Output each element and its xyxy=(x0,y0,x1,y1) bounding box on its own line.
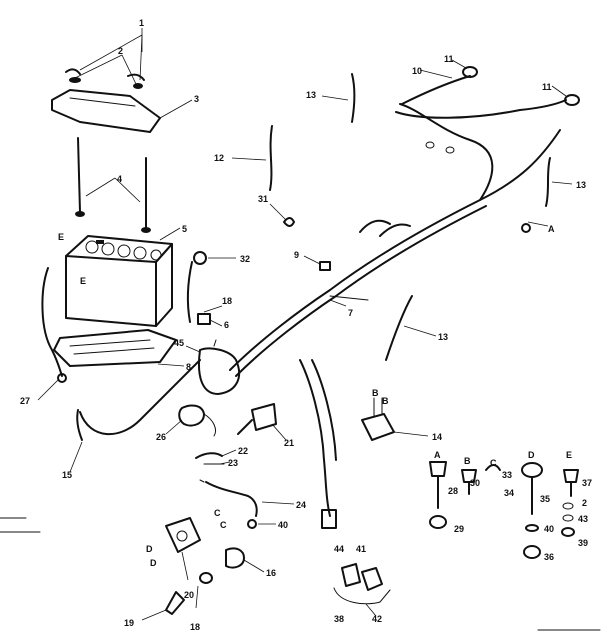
callout-20: 20 xyxy=(184,590,194,600)
letter-C-legend: C xyxy=(490,458,497,468)
ignition-switch-assembly xyxy=(195,403,287,465)
callout-27: 27 xyxy=(20,396,30,406)
pto-switch xyxy=(361,397,429,441)
callout-1: 1 xyxy=(139,18,144,28)
callout-10: 10 xyxy=(412,66,422,76)
callout-40-left: 40 xyxy=(278,520,288,530)
callout-22: 22 xyxy=(238,446,248,456)
callout-7: 7 xyxy=(348,308,353,318)
callout-29: 29 xyxy=(454,524,464,534)
harness-clips xyxy=(269,203,331,271)
battery xyxy=(65,227,181,327)
letter-A-harness: A xyxy=(548,224,555,234)
callout-45: 45 xyxy=(174,338,184,348)
callout-35: 35 xyxy=(540,494,550,504)
connector-pair xyxy=(333,563,391,617)
callout-26: 26 xyxy=(156,432,166,442)
callout-11-right: 11 xyxy=(542,82,552,92)
callout-41: 41 xyxy=(356,544,366,554)
letter-B-legend: B xyxy=(464,456,471,466)
callout-42: 42 xyxy=(372,614,382,624)
letter-D-legend: D xyxy=(528,450,535,460)
letter-C-2: C xyxy=(220,520,227,530)
battery-tray xyxy=(53,329,185,367)
letter-D-2: D xyxy=(150,558,157,568)
callout-11-left: 11 xyxy=(444,54,454,64)
letter-E-legend: E xyxy=(566,450,572,460)
callout-44: 44 xyxy=(334,544,344,554)
battery-hold-down-bracket xyxy=(51,89,193,133)
callout-labels: 1 2 3 4 5 6 7 8 9 10 11 11 12 13 13 13 1… xyxy=(20,18,592,632)
callout-8: 8 xyxy=(186,362,191,372)
callout-30: 30 xyxy=(470,478,480,488)
callout-5: 5 xyxy=(182,224,187,234)
callout-43: 43 xyxy=(578,514,588,524)
battery-hold-down-rods xyxy=(75,137,151,233)
callout-2-right: 2 xyxy=(582,498,587,508)
callout-4: 4 xyxy=(117,174,122,184)
callout-23: 23 xyxy=(228,458,238,468)
circuit-breaker xyxy=(165,404,217,437)
callout-13-mid: 13 xyxy=(438,332,448,342)
letter-B-switch-1: B xyxy=(372,388,379,398)
callout-32: 32 xyxy=(240,254,250,264)
callout-36: 36 xyxy=(544,552,554,562)
headlight-leads xyxy=(419,59,580,154)
callout-18-lower: 18 xyxy=(190,622,200,632)
callout-18-upper: 18 xyxy=(222,296,232,306)
callout-34: 34 xyxy=(504,488,514,498)
hardware-small xyxy=(141,547,265,621)
callout-13-top: 13 xyxy=(306,90,316,100)
callout-28-upper: 28 xyxy=(448,486,458,496)
callout-37: 37 xyxy=(582,478,592,488)
letter-D-1: D xyxy=(146,544,153,554)
main-wiring-harness xyxy=(229,75,567,377)
letter-A-legend: A xyxy=(434,450,441,460)
letter-E-battery-side: E xyxy=(80,276,86,286)
wire-boots xyxy=(231,73,573,361)
callout-14: 14 xyxy=(432,432,442,442)
positive-cable-and-boot xyxy=(186,251,236,327)
letter-E-battery-top: E xyxy=(58,232,64,242)
callout-16: 16 xyxy=(266,568,276,578)
callout-39: 39 xyxy=(578,538,588,548)
light-switch xyxy=(165,517,201,581)
callout-21: 21 xyxy=(284,438,294,448)
callout-40-right: 40 xyxy=(544,524,554,534)
starter-cable xyxy=(69,359,201,473)
seat-switch-lead xyxy=(299,359,337,529)
negative-battery-cable xyxy=(37,267,67,401)
callout-9: 9 xyxy=(294,250,299,260)
callout-15: 15 xyxy=(62,470,72,480)
callout-38: 38 xyxy=(334,614,344,624)
callout-19: 19 xyxy=(124,618,134,628)
callout-12: 12 xyxy=(214,153,224,163)
callout-6: 6 xyxy=(224,320,229,330)
callout-31: 31 xyxy=(258,194,268,204)
letter-B-switch-2: B xyxy=(382,396,389,406)
hardware-bolts-legend xyxy=(429,461,579,559)
callout-24: 24 xyxy=(296,500,306,510)
solenoid-and-relay xyxy=(185,339,241,395)
letter-C-1: C xyxy=(214,508,221,518)
callout-33: 33 xyxy=(502,470,512,480)
light-switch-harness xyxy=(199,479,295,529)
callout-2: 2 xyxy=(118,46,123,56)
callout-13-right: 13 xyxy=(576,180,586,190)
callout-3: 3 xyxy=(194,94,199,104)
battery-hold-down-hardware xyxy=(65,28,145,89)
